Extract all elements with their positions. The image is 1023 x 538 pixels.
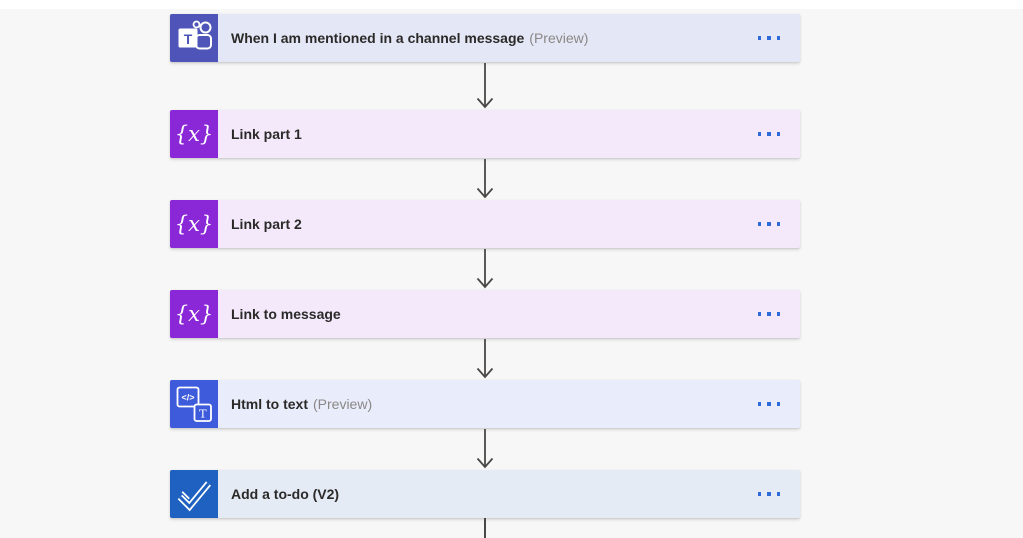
step-title: Link part 2 — [231, 216, 302, 232]
step-label: Link part 1 — [218, 110, 748, 158]
step-title: When I am mentioned in a channel message — [231, 30, 525, 46]
ellipsis-menu-icon[interactable] — [748, 380, 801, 428]
html-to-text-icon: </> T — [170, 380, 218, 428]
preview-tag: (Preview) — [313, 396, 373, 412]
step-label: Add a to-do (V2) — [218, 470, 748, 518]
step-label: When I am mentioned in a channel message… — [218, 14, 748, 62]
preview-tag: (Preview) — [529, 30, 589, 46]
variable-glyph: {x} — [174, 301, 214, 326]
flow-step-link-to-message[interactable]: {x} Link to message — [170, 290, 800, 338]
connector-gap — [170, 158, 800, 200]
variable-icon: {x} — [170, 110, 218, 158]
variable-glyph: {x} — [174, 211, 214, 236]
variable-icon: {x} — [170, 200, 218, 248]
step-title: Html to text — [231, 396, 308, 412]
step-label: Link part 2 — [218, 200, 748, 248]
arrow-down-icon — [476, 339, 494, 379]
connector-gap — [170, 248, 800, 290]
variable-icon: {x} — [170, 290, 218, 338]
step-label: Html to text (Preview) — [218, 380, 748, 428]
arrow-down-icon — [476, 429, 494, 469]
step-title: Link to message — [231, 306, 341, 322]
arrow-down-icon — [476, 63, 494, 109]
code-glyph: </> — [181, 393, 194, 403]
ellipsis-menu-icon[interactable] — [748, 200, 801, 248]
connector-gap — [170, 338, 800, 380]
step-label: Link to message — [218, 290, 748, 338]
flow-designer-column: T When I am mentioned in a channel messa… — [170, 14, 800, 538]
top-strip — [0, 0, 1023, 9]
ellipsis-menu-icon[interactable] — [748, 14, 801, 62]
connector-line — [484, 518, 486, 538]
ellipsis-menu-icon[interactable] — [748, 110, 801, 158]
teams-icon: T — [170, 14, 218, 62]
flow-step-add-todo[interactable]: Add a to-do (V2) — [170, 470, 800, 518]
ellipsis-menu-icon[interactable] — [748, 290, 801, 338]
step-title: Add a to-do (V2) — [231, 486, 340, 502]
variable-glyph: {x} — [174, 121, 214, 146]
teams-badge-letter: T — [184, 31, 193, 47]
connector-gap — [170, 62, 800, 110]
text-badge-letter: T — [199, 407, 207, 421]
flow-step-html-to-text[interactable]: </> T Html to text (Preview) — [170, 380, 800, 428]
ellipsis-menu-icon[interactable] — [748, 470, 801, 518]
flow-step-link-part-2[interactable]: {x} Link part 2 — [170, 200, 800, 248]
flow-step-teams-trigger[interactable]: T When I am mentioned in a channel messa… — [170, 14, 800, 62]
todo-check-icon — [170, 470, 218, 518]
arrow-down-icon — [476, 249, 494, 289]
flow-step-link-part-1[interactable]: {x} Link part 1 — [170, 110, 800, 158]
connector-tail — [170, 518, 800, 538]
step-title: Link part 1 — [231, 126, 302, 142]
connector-gap — [170, 428, 800, 470]
arrow-down-icon — [476, 159, 494, 199]
